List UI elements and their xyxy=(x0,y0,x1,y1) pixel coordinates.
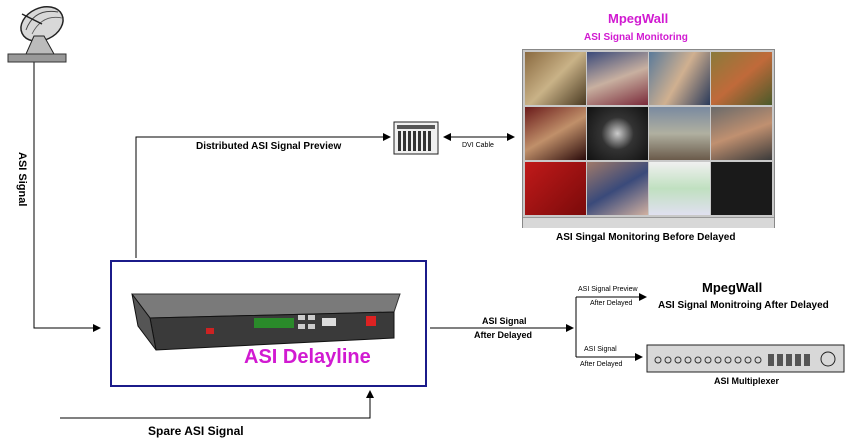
preview-line xyxy=(135,133,391,258)
asi-after-label-2: After Delayed xyxy=(474,330,533,340)
monitor-taskbar xyxy=(523,217,774,228)
dvi-cable-label: DVI Cable xyxy=(462,142,494,149)
branch-preview-line2: After Delayed xyxy=(590,300,633,307)
device-name-label: ASI Delayline xyxy=(244,346,371,368)
video-tile xyxy=(711,52,772,105)
asi-delayline-box: ASI Delayline xyxy=(110,260,427,387)
spare-signal-line xyxy=(60,390,374,419)
video-tile xyxy=(525,52,586,105)
mpegwall-subtitle: ASI Signal Monitoring xyxy=(584,32,688,43)
satellite-dish-icon xyxy=(7,6,67,63)
video-tile xyxy=(649,107,710,160)
video-tile xyxy=(711,107,772,160)
distributed-preview-label: Distributed ASI Signal Preview xyxy=(196,141,342,152)
branch-bottom-line2: After Delayed xyxy=(580,361,623,368)
video-tile xyxy=(525,107,586,160)
branch-preview-line1: ASI Signal Preview xyxy=(578,286,638,293)
server-rack-icon xyxy=(393,121,439,155)
video-tile xyxy=(587,162,648,215)
asi-after-label-1: ASI Signal xyxy=(482,316,527,326)
mpegwall-title: MpegWall xyxy=(608,11,669,26)
mpegwall-after-title: MpegWall xyxy=(702,280,763,295)
video-wall-monitor xyxy=(522,49,775,228)
video-tile xyxy=(711,162,772,215)
multiplexer-device xyxy=(646,344,845,373)
video-tile xyxy=(649,52,710,105)
asi-signal-vertical-label: ASI Signal xyxy=(16,152,28,207)
multiplexer-label: ASI Multiplexer xyxy=(714,376,780,386)
video-tile xyxy=(525,162,586,215)
video-tile xyxy=(649,162,710,215)
mpegwall-after-subtitle: ASI Signal Monitroing After Delayed xyxy=(658,300,829,311)
video-tile xyxy=(587,107,648,160)
rack-device xyxy=(131,293,401,351)
satellite-to-device-line xyxy=(33,62,101,332)
monitor-before-caption: ASI Singal Monitoring Before Delayed xyxy=(556,232,736,243)
spare-signal-label: Spare ASI Signal xyxy=(148,424,244,438)
video-tile xyxy=(587,52,648,105)
branch-bottom-line1: ASI Signal xyxy=(584,346,617,353)
